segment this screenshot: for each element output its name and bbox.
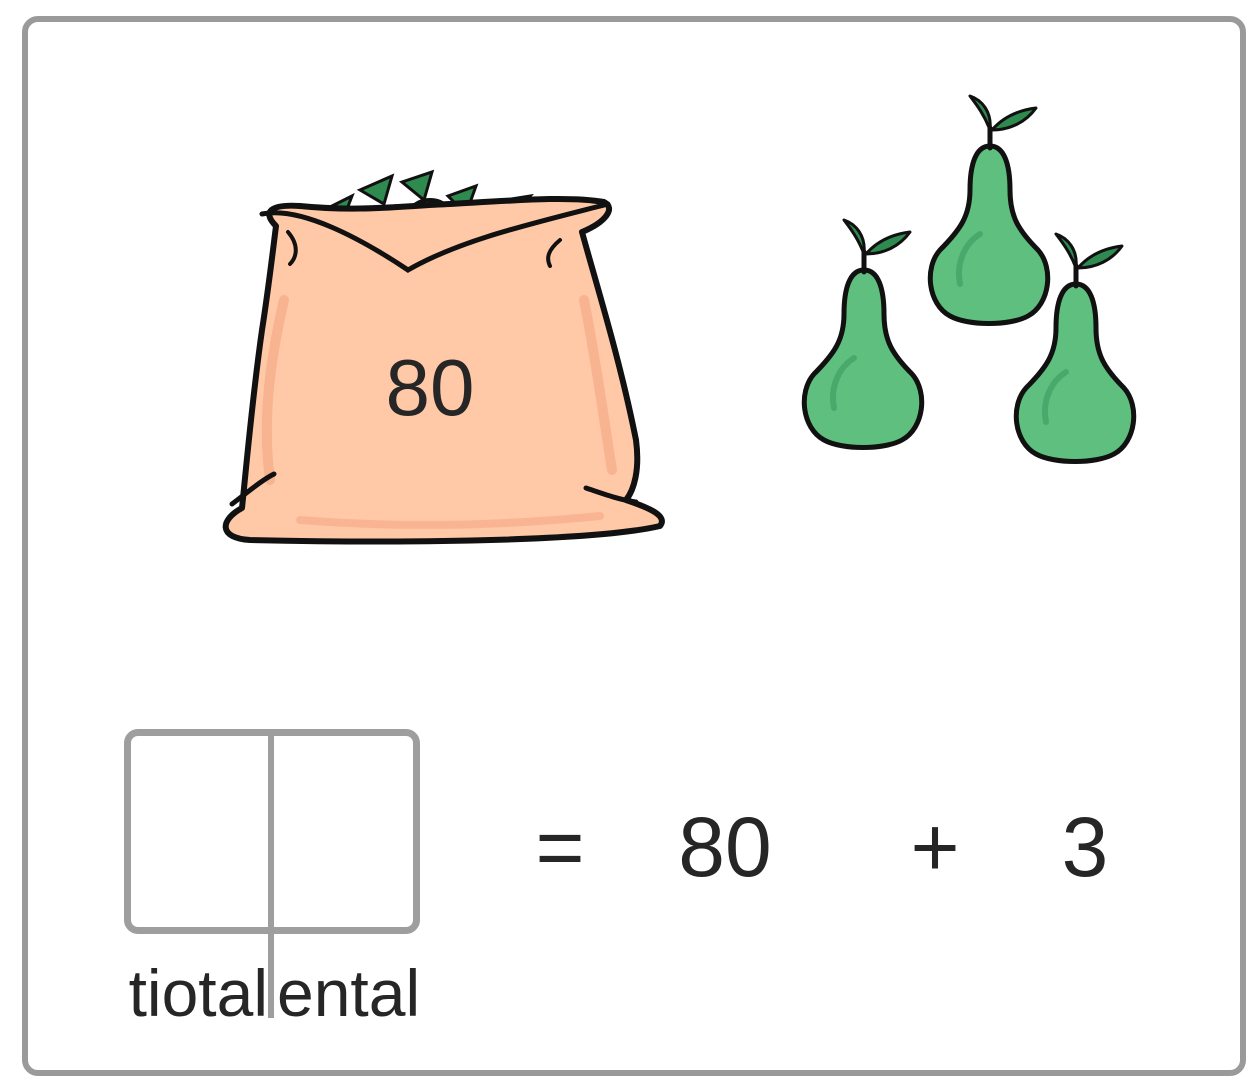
tens-label: tiotal <box>128 956 268 1030</box>
equation-tens-value: 80 <box>678 800 772 894</box>
loose-pear-1 <box>930 96 1047 324</box>
ones-label: ental <box>277 956 421 1030</box>
loose-pear-2 <box>804 220 921 448</box>
plus-sign: + <box>910 800 960 894</box>
bag-value-label: 80 <box>385 343 475 432</box>
pear-sack <box>222 169 665 545</box>
equation-ones-value: 3 <box>1061 800 1109 894</box>
equals-sign: = <box>535 800 585 894</box>
place-value-divider <box>268 734 274 1018</box>
